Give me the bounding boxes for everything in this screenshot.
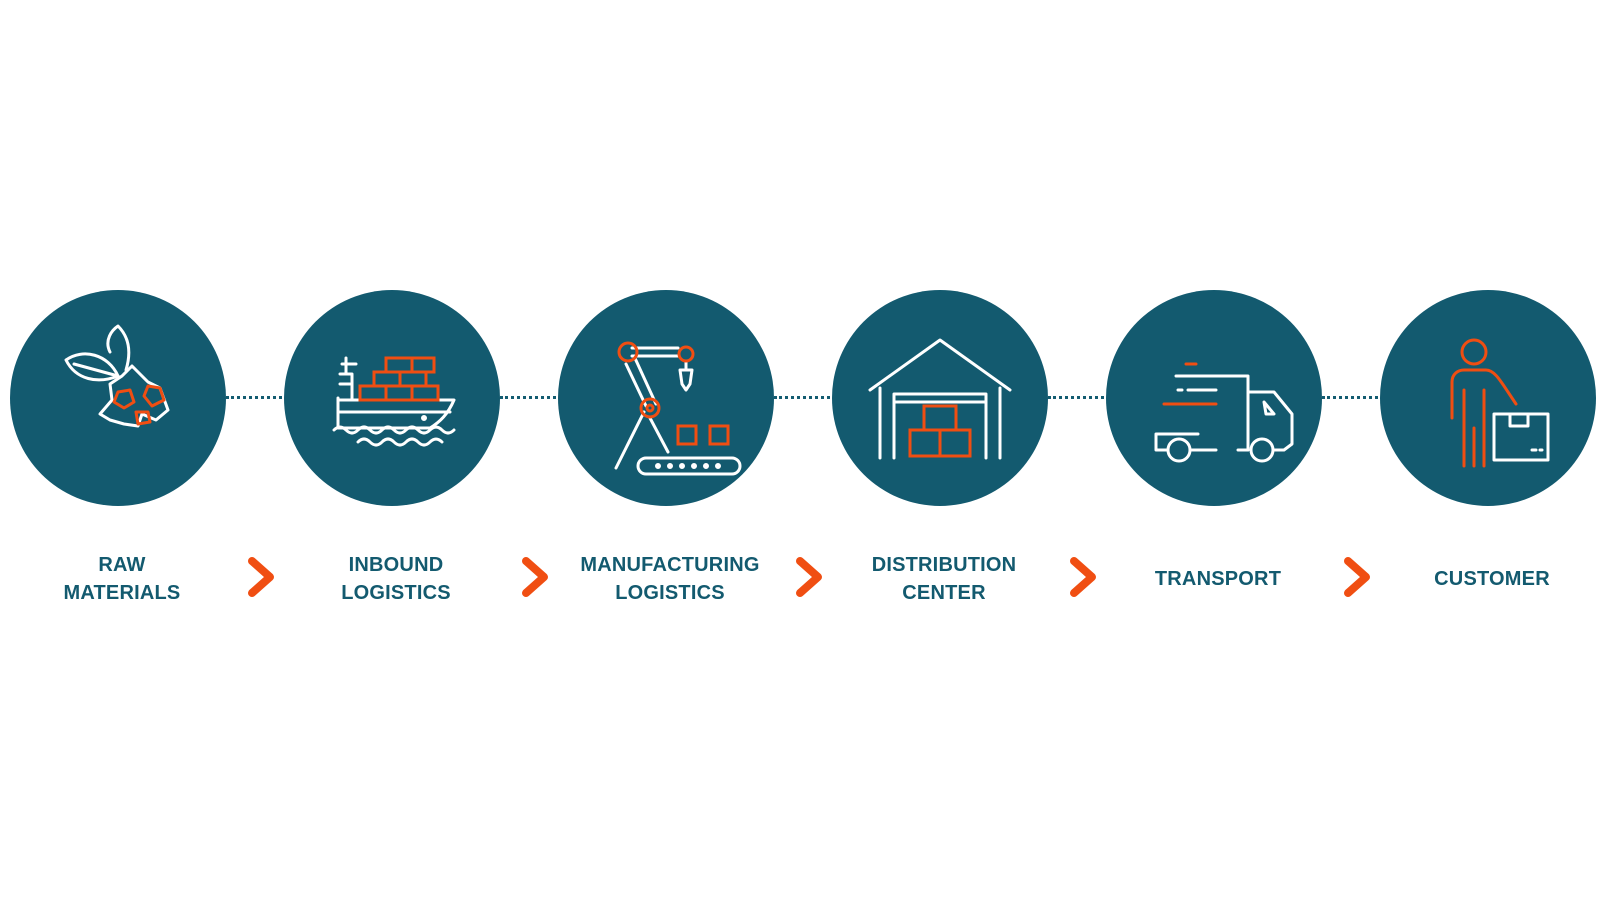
chevron-right-icon bbox=[794, 557, 824, 597]
cargo-ship-icon bbox=[332, 356, 456, 447]
chevron-right-icon bbox=[1342, 557, 1372, 597]
step-label-customer: CUSTOMER bbox=[1434, 568, 1550, 590]
robot-arm-conveyor-icon bbox=[614, 341, 742, 476]
leaf-rocks-icon bbox=[64, 324, 170, 428]
step-circle-transport bbox=[1106, 290, 1322, 506]
warehouse-icon bbox=[868, 338, 1012, 460]
chevron-right-icon bbox=[520, 557, 550, 597]
step-label-transport: TRANSPORT bbox=[1154, 568, 1282, 590]
chevron-right-icon bbox=[1068, 557, 1098, 597]
connector-line bbox=[1322, 396, 1378, 399]
connector-line bbox=[226, 396, 282, 399]
connector-line bbox=[500, 396, 556, 399]
step-circle-distribution-center bbox=[832, 290, 1048, 506]
connector-line bbox=[774, 396, 830, 399]
chevron-right-icon bbox=[246, 557, 276, 597]
step-circle-raw-materials bbox=[10, 290, 226, 506]
delivery-truck-icon bbox=[1154, 362, 1294, 463]
step-circle-inbound-logistics bbox=[284, 290, 500, 506]
connector-line bbox=[1048, 396, 1104, 399]
person-with-box-icon bbox=[1450, 338, 1550, 468]
step-circle-manufacturing-logistics bbox=[558, 290, 774, 506]
step-circle-customer bbox=[1380, 290, 1596, 506]
